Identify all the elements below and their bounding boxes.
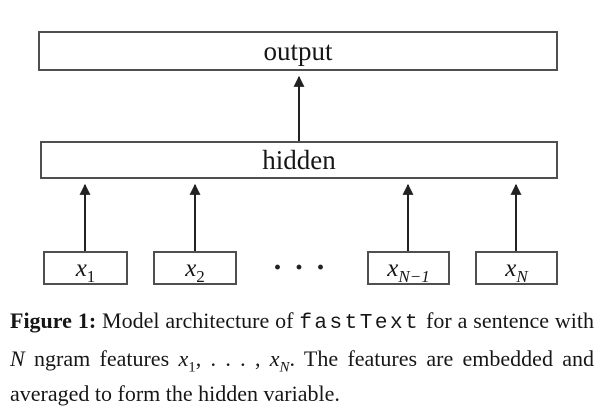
hidden-box: hidden: [40, 141, 558, 179]
output-label: output: [263, 35, 333, 66]
input-label-xn-1: xN−1: [387, 254, 430, 286]
caption-math-x1: x: [178, 346, 189, 371]
input-label-x2: x2: [185, 254, 205, 286]
caption-figure-label: Figure 1:: [10, 308, 97, 333]
caption-math-xN: x: [269, 346, 280, 371]
caption-math-N: N: [10, 346, 25, 371]
caption-text-averaged: averaged to form the hidden variable.: [10, 381, 340, 406]
caption-sub-N: N: [279, 359, 290, 376]
caption-dots: , . . . ,: [195, 346, 270, 371]
input-box-xn-1: xN−1: [367, 251, 450, 285]
caption-sub-1: 1: [188, 359, 196, 376]
input-box-x1: x1: [43, 251, 128, 285]
caption-text-sentence: for a sentence with: [420, 308, 595, 333]
ellipsis-dots: · · ·: [272, 251, 328, 284]
caption-text-ngram: ngram features: [24, 346, 179, 371]
caption-text-architecture: Model architecture of: [96, 308, 300, 333]
input-box-x2: x2: [153, 251, 237, 285]
hidden-label: hidden: [262, 144, 336, 175]
output-box: output: [38, 31, 558, 71]
caption-code-fasttext: fastText: [299, 312, 421, 335]
input-label-xn: xN: [505, 254, 528, 286]
caption-text-embedded: . The features are embedded and: [289, 346, 595, 371]
caption-line-1: Figure 1: Model architecture of fastText…: [10, 303, 594, 341]
caption-line-3: averaged to form the hidden variable.: [10, 376, 594, 411]
input-label-x1: x1: [75, 254, 96, 286]
figure-caption: Figure 1: Model architecture of fastText…: [10, 303, 594, 411]
caption-line-2: N ngram features x1, . . . , xN. The fea…: [10, 341, 594, 376]
input-box-xn: xN: [475, 251, 558, 285]
